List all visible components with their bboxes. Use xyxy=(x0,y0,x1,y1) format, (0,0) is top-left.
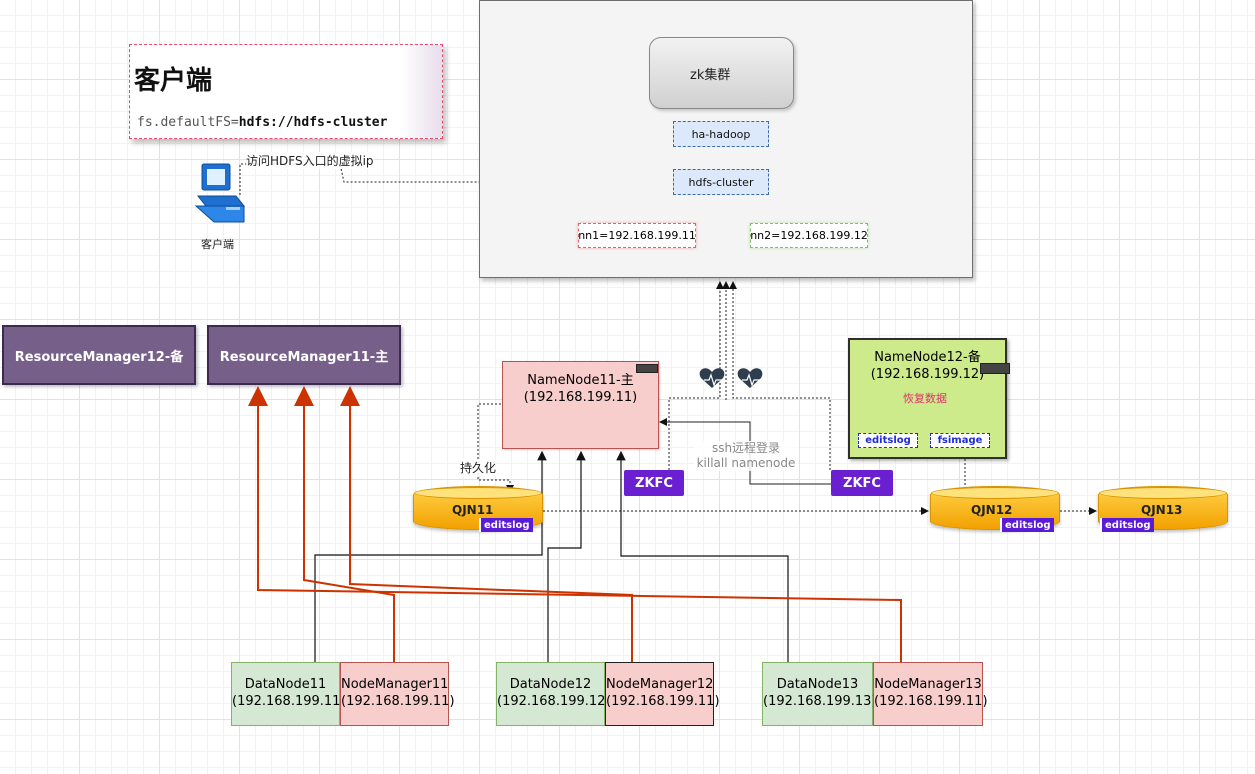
nn1-address-node: nn1=192.168.199.11 xyxy=(578,223,696,248)
nn2-address-node: nn2=192.168.199.12 xyxy=(750,223,868,248)
nodemanager-12-name: NodeManager12 xyxy=(606,677,714,692)
nodemanager-11: NodeManager11 (192.168.199.11) xyxy=(340,662,455,726)
server-icon-nn11 xyxy=(636,364,658,373)
namenode-11-ip: (192.168.199.11) xyxy=(523,390,638,405)
nodemanager-12-ip: (192.168.199.11) xyxy=(606,694,720,709)
nodemanager-11-name: NodeManager11 xyxy=(341,677,449,692)
datanode-13: DataNode13 (192.168.199.13) xyxy=(762,662,877,726)
datanode-links xyxy=(314,450,789,662)
ha-hadoop-node: ha-hadoop xyxy=(673,121,769,147)
ssh-label-line1: ssh远程登录 xyxy=(711,441,781,455)
nodemanager-13: NodeManager13 (192.168.199.11) xyxy=(873,662,988,726)
heartbeat-icon-1 xyxy=(699,368,725,388)
server-icon-nn12 xyxy=(980,363,1010,374)
client-pc-icon xyxy=(194,163,246,223)
datanode-13-name: DataNode13 xyxy=(776,677,859,692)
namenode-12-name: NameNode12-备 xyxy=(874,350,981,365)
client-config-card xyxy=(129,44,443,139)
zkfc-nn12: ZKFC xyxy=(831,470,893,496)
zk-cluster-box xyxy=(649,37,794,109)
namenode-12-ip: (192.168.199.12) xyxy=(870,367,985,382)
datanode-11: DataNode11 (192.168.199.11) xyxy=(231,662,346,726)
qjn13-editslog: editslog xyxy=(1100,518,1154,532)
qjn12-editslog: editslog xyxy=(1000,518,1054,532)
client-edge-label: 访问HDFS入口的虚拟ip xyxy=(246,152,374,169)
qjn11-disk xyxy=(413,486,543,530)
datanode-11-ip: (192.168.199.11) xyxy=(232,694,346,709)
qjn11-label: QJN11 xyxy=(452,503,494,517)
qjn13-disk-top xyxy=(1099,487,1227,499)
datanode-12-ip: (192.168.199.12) xyxy=(497,694,611,709)
client-card-title: 客户端 xyxy=(134,66,213,96)
client-config-text: fs.defaultFS=hdfs://hdfs-cluster xyxy=(137,115,387,130)
nodemanager-links xyxy=(248,386,902,662)
nn12-fsimage-tag: fsimage xyxy=(930,433,990,448)
nn12-editslog-tag: editslog xyxy=(858,433,918,448)
client-pc-label: 客户端 xyxy=(201,238,234,251)
resource-manager-11-active: ResourceManager11-主 xyxy=(207,325,401,385)
heartbeat-links xyxy=(668,281,831,470)
nodemanager-11-ip: (192.168.199.11) xyxy=(341,694,455,709)
qjn11-disk-top xyxy=(414,487,542,499)
datanode-12: DataNode12 (192.168.199.12) xyxy=(496,662,611,726)
recover-data-label: 恢复数据 xyxy=(903,392,947,405)
zkfc-nn11: ZKFC xyxy=(624,470,684,496)
qjn12-disk-top xyxy=(931,487,1059,499)
client-to-cluster-link xyxy=(239,163,673,195)
ssh-killall-label: ssh远程登录 killall namenode xyxy=(694,441,798,471)
resource-manager-12-standby: ResourceManager12-备 xyxy=(2,325,196,385)
ssh-label-line2: killall namenode xyxy=(696,456,796,470)
datanode-13-ip: (192.168.199.13) xyxy=(763,694,877,709)
datanode-11-name: DataNode11 xyxy=(244,677,327,692)
qjn13-label: QJN13 xyxy=(1141,503,1183,517)
zk-cluster-label: zk集群 xyxy=(690,68,731,83)
config-key: fs.defaultFS= xyxy=(137,115,239,130)
nodemanager-13-name: NodeManager13 xyxy=(874,677,982,692)
hdfs-cluster-node: hdfs-cluster xyxy=(673,169,769,195)
nodemanager-12: NodeManager12 (192.168.199.11) xyxy=(605,662,720,726)
qjn11-editslog: editslog xyxy=(479,518,533,532)
namenode-11-active: NameNode11-主 (192.168.199.11) xyxy=(502,361,659,449)
heartbeat-icon-2 xyxy=(737,368,763,388)
nodemanager-13-ip: (192.168.199.11) xyxy=(874,694,988,709)
namenode-11-name: NameNode11-主 xyxy=(527,373,634,388)
config-value: hdfs://hdfs-cluster xyxy=(238,115,388,130)
qjn12-label: QJN12 xyxy=(971,503,1013,517)
datanode-12-name: DataNode12 xyxy=(509,677,592,692)
persist-label: 持久化 xyxy=(460,459,497,476)
